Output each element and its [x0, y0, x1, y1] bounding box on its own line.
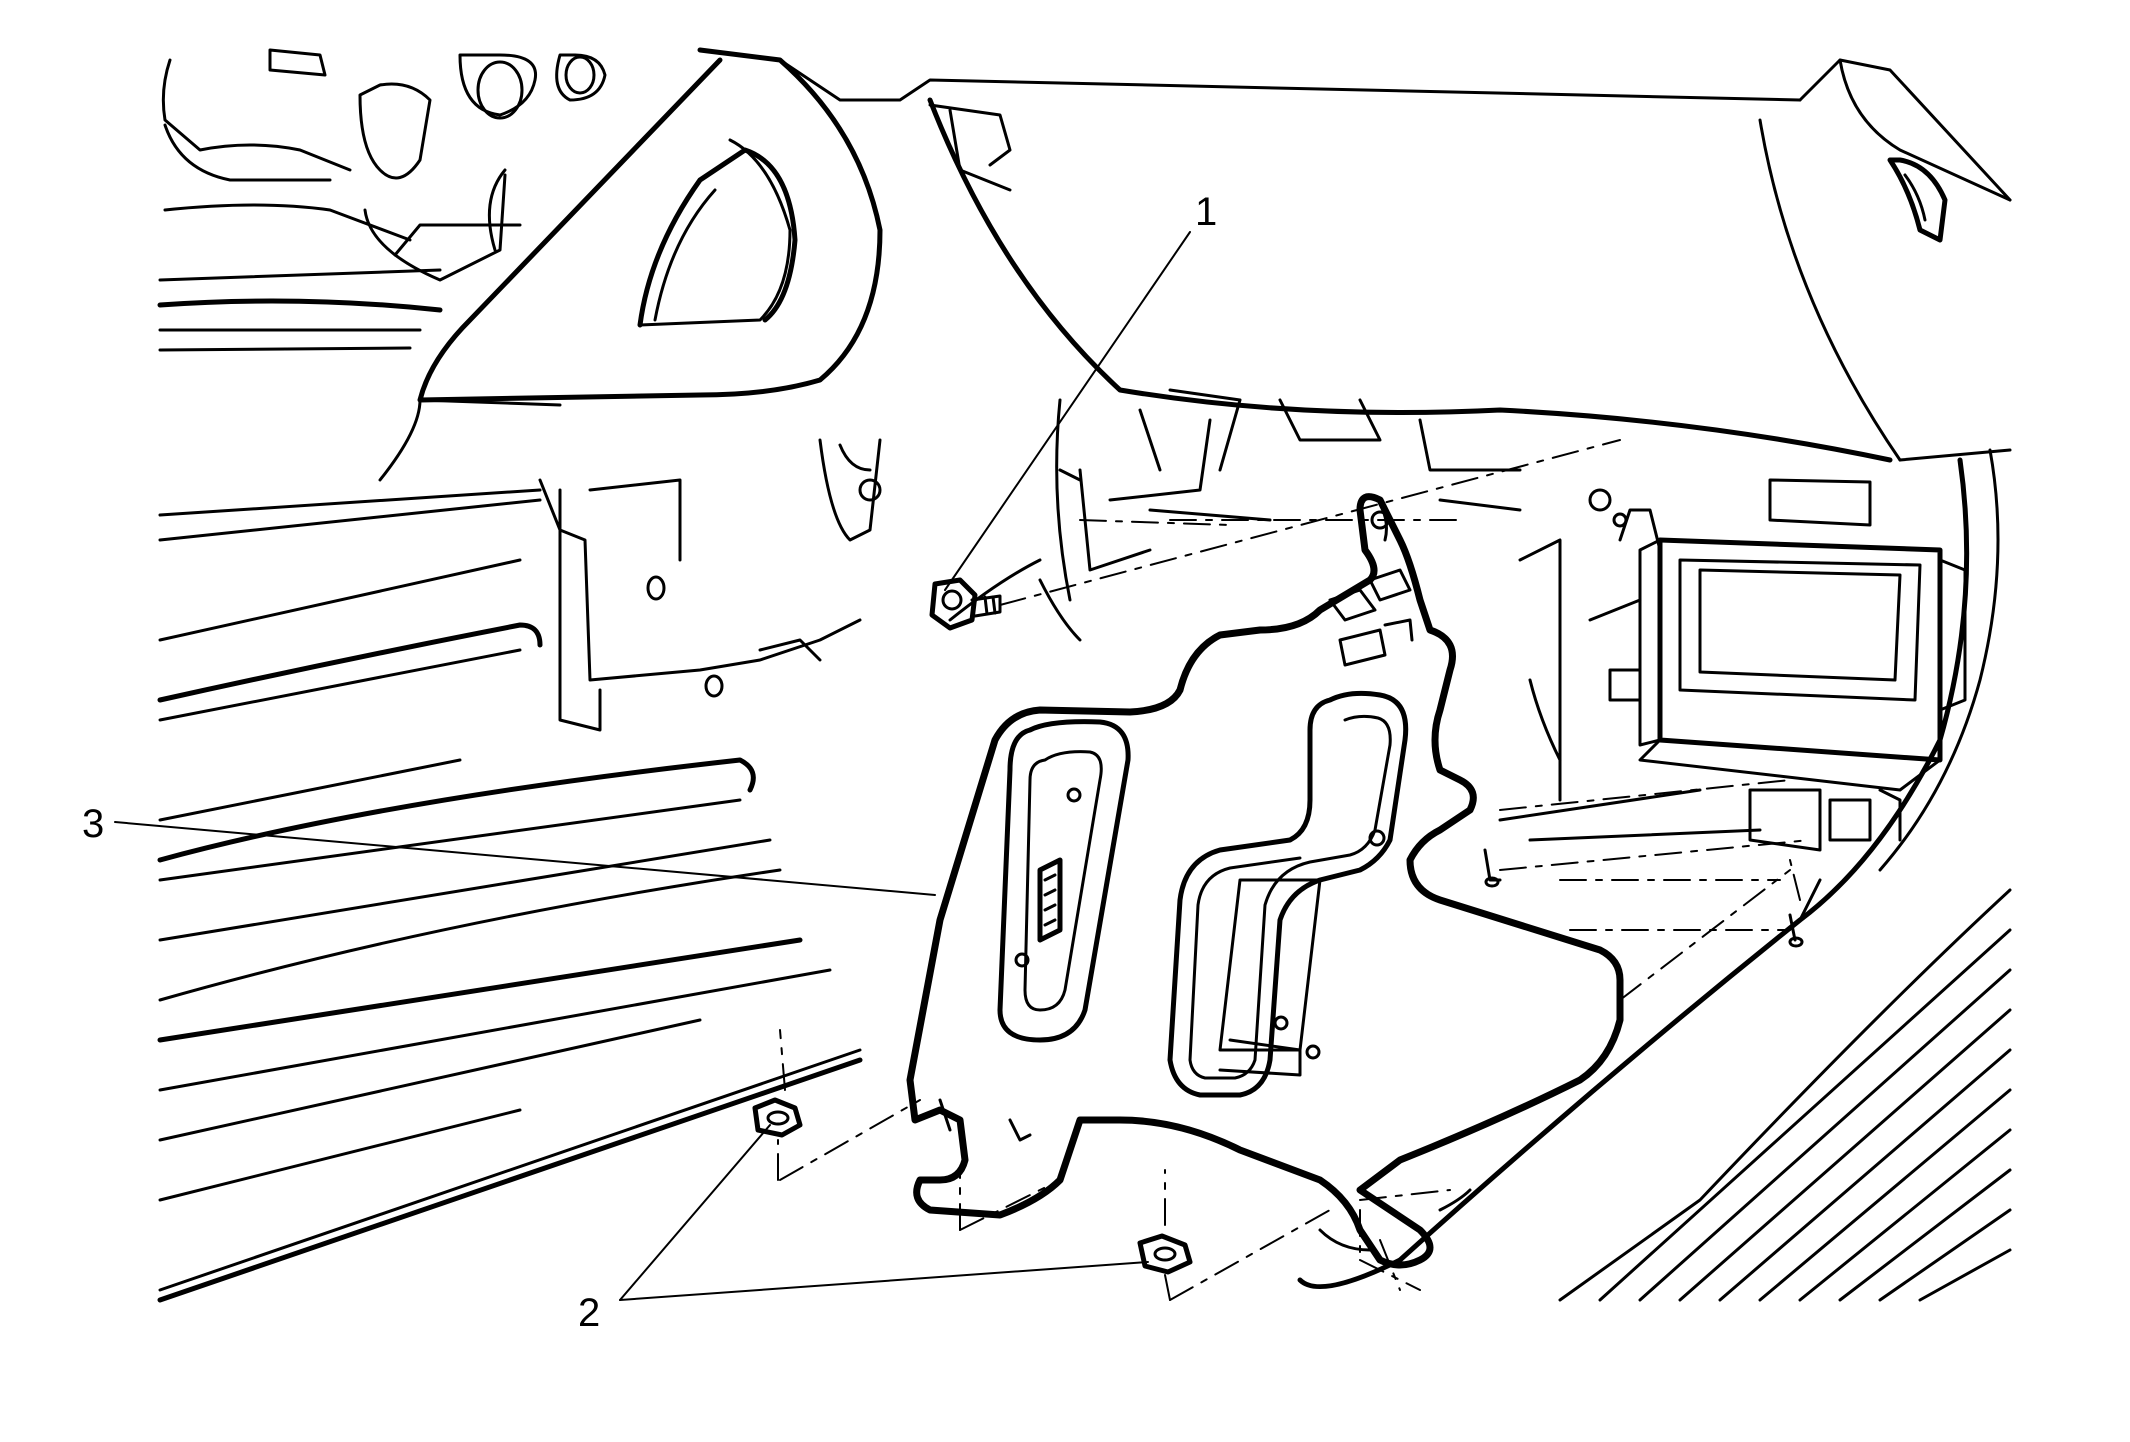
bolt-fastener[interactable]	[929, 577, 1002, 631]
callout-label-3: 3	[82, 802, 104, 846]
callout-1: 1	[944, 190, 1217, 591]
callout-label-1: 1	[1195, 190, 1217, 234]
left-trim-panel	[157, 488, 863, 1303]
installation-centerlines	[777, 439, 1811, 1301]
callout-3: 3	[82, 802, 936, 896]
electronic-module	[1498, 478, 1967, 852]
callout-label-2: 2	[578, 1291, 600, 1335]
trim-pillar	[378, 47, 883, 482]
stud-fasteners	[1483, 848, 1804, 948]
nut-fastener-right[interactable]	[1137, 1233, 1193, 1275]
seat-console-area	[157, 48, 607, 352]
instrument-panel-upper	[778, 58, 2012, 463]
nut-fastener-left[interactable]	[752, 1097, 803, 1138]
floor-mounting-bracket[interactable]	[906, 493, 1624, 1269]
center-panel	[538, 388, 1522, 698]
right-console-wall	[1297, 448, 2012, 1302]
callout-2: 2	[578, 1124, 1149, 1335]
